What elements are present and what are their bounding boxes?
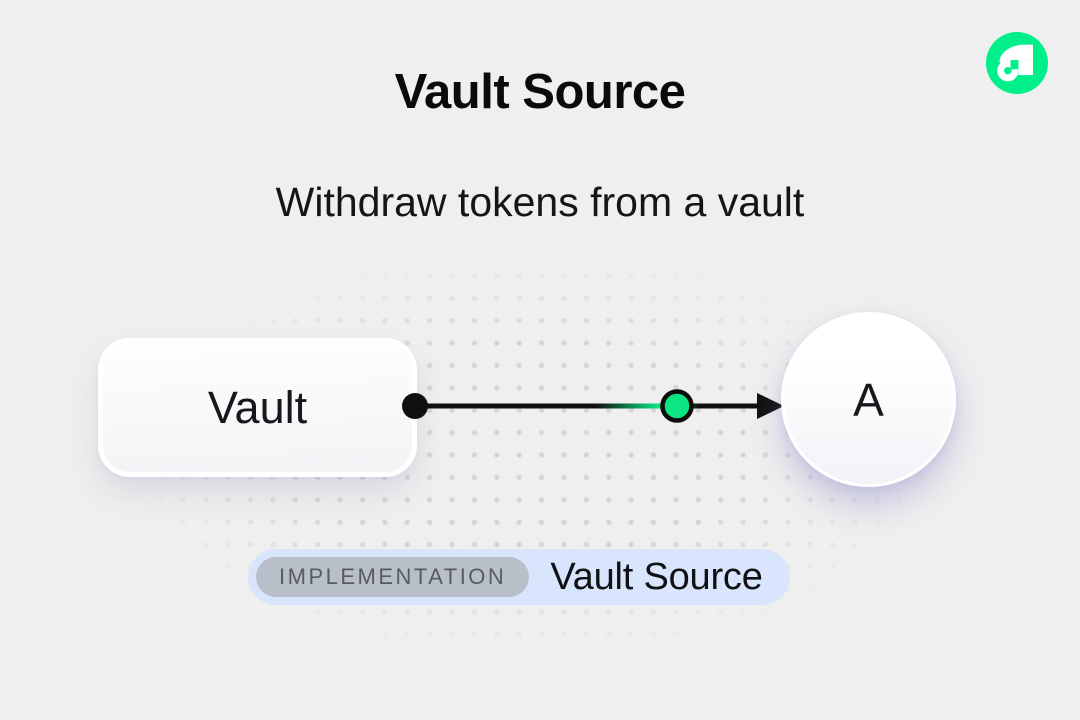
implementation-value: Vault Source	[550, 555, 763, 598]
source-node-label: Vault	[207, 381, 308, 433]
implementation-tag: IMPLEMENTATION	[256, 557, 530, 597]
page-subtitle: Withdraw tokens from a vault	[275, 179, 805, 225]
token-dot	[660, 389, 694, 423]
source-anchor-dot	[402, 393, 428, 419]
implementation-badge: IMPLEMENTATION Vault Source	[248, 549, 790, 605]
flow-logo-icon	[986, 32, 1048, 94]
source-node-vault: Vault	[98, 338, 417, 477]
implementation-tag-label: IMPLEMENTATION	[279, 564, 507, 589]
arrowhead-icon	[757, 393, 784, 419]
target-node-label: A	[853, 373, 884, 426]
target-node-a: A	[781, 312, 956, 487]
connector-arrow	[395, 385, 795, 427]
page-title: Vault Source	[394, 65, 686, 119]
